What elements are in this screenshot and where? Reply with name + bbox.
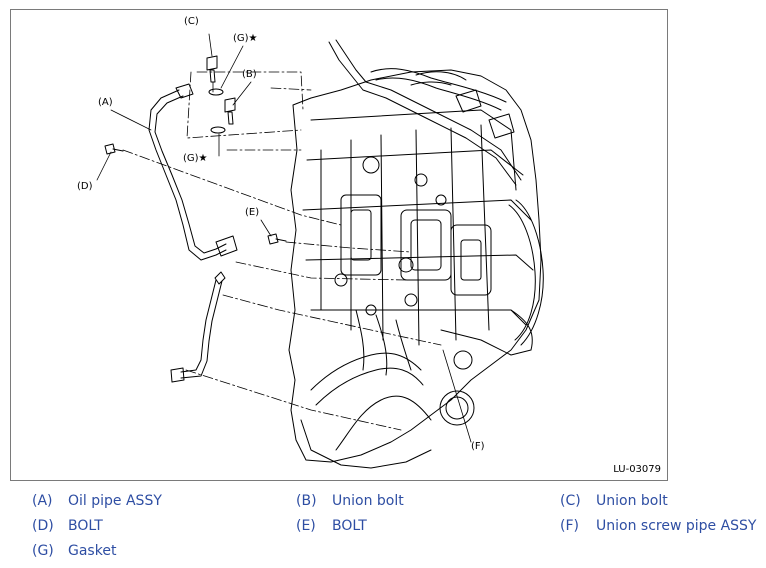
engine-line-drawing xyxy=(96,33,544,469)
gasket-g-upper xyxy=(208,88,224,96)
legend-text: BOLT xyxy=(332,518,367,534)
legend-key: (B) xyxy=(296,493,317,509)
engine-assembly-drawing xyxy=(288,39,544,469)
legend-text: Union screw pipe ASSY xyxy=(596,518,757,534)
callout-b: (B) xyxy=(242,69,257,80)
legend-text: Union bolt xyxy=(596,493,668,509)
callout-d: (D) xyxy=(77,181,93,192)
gasket-g-lower xyxy=(210,126,226,134)
callout-g-upper: (G)★ xyxy=(233,33,258,44)
diagram-figure: (C) (G)★ (B) (A) (G)★ (D) (E) (F) LU-030… xyxy=(10,9,668,481)
callout-leaders xyxy=(96,33,472,443)
legend-text: Union bolt xyxy=(332,493,404,509)
legend-key: (G) xyxy=(32,543,54,559)
legend-key: (E) xyxy=(296,518,316,534)
oil-pipe-assy xyxy=(148,83,238,383)
legend-text: Gasket xyxy=(68,543,117,559)
figure-id-label: LU-03079 xyxy=(613,464,661,475)
union-bolt-b xyxy=(224,97,236,125)
union-bolt-c xyxy=(206,55,218,83)
legend-key: (D) xyxy=(32,518,54,534)
callout-g-lower: (G)★ xyxy=(183,153,208,164)
callout-f: (F) xyxy=(471,441,485,452)
legend-key: (A) xyxy=(32,493,53,509)
legend-key: (F) xyxy=(560,518,579,534)
assembly-guide-lines xyxy=(122,71,442,431)
legend-key: (C) xyxy=(560,493,581,509)
legend-text: BOLT xyxy=(68,518,103,534)
legend-text: Oil pipe ASSY xyxy=(68,493,162,509)
bolt-e xyxy=(267,233,287,245)
callout-e: (E) xyxy=(245,207,260,218)
callout-c: (C) xyxy=(184,16,199,27)
callout-a: (A) xyxy=(98,97,113,108)
bolt-d xyxy=(104,143,124,155)
